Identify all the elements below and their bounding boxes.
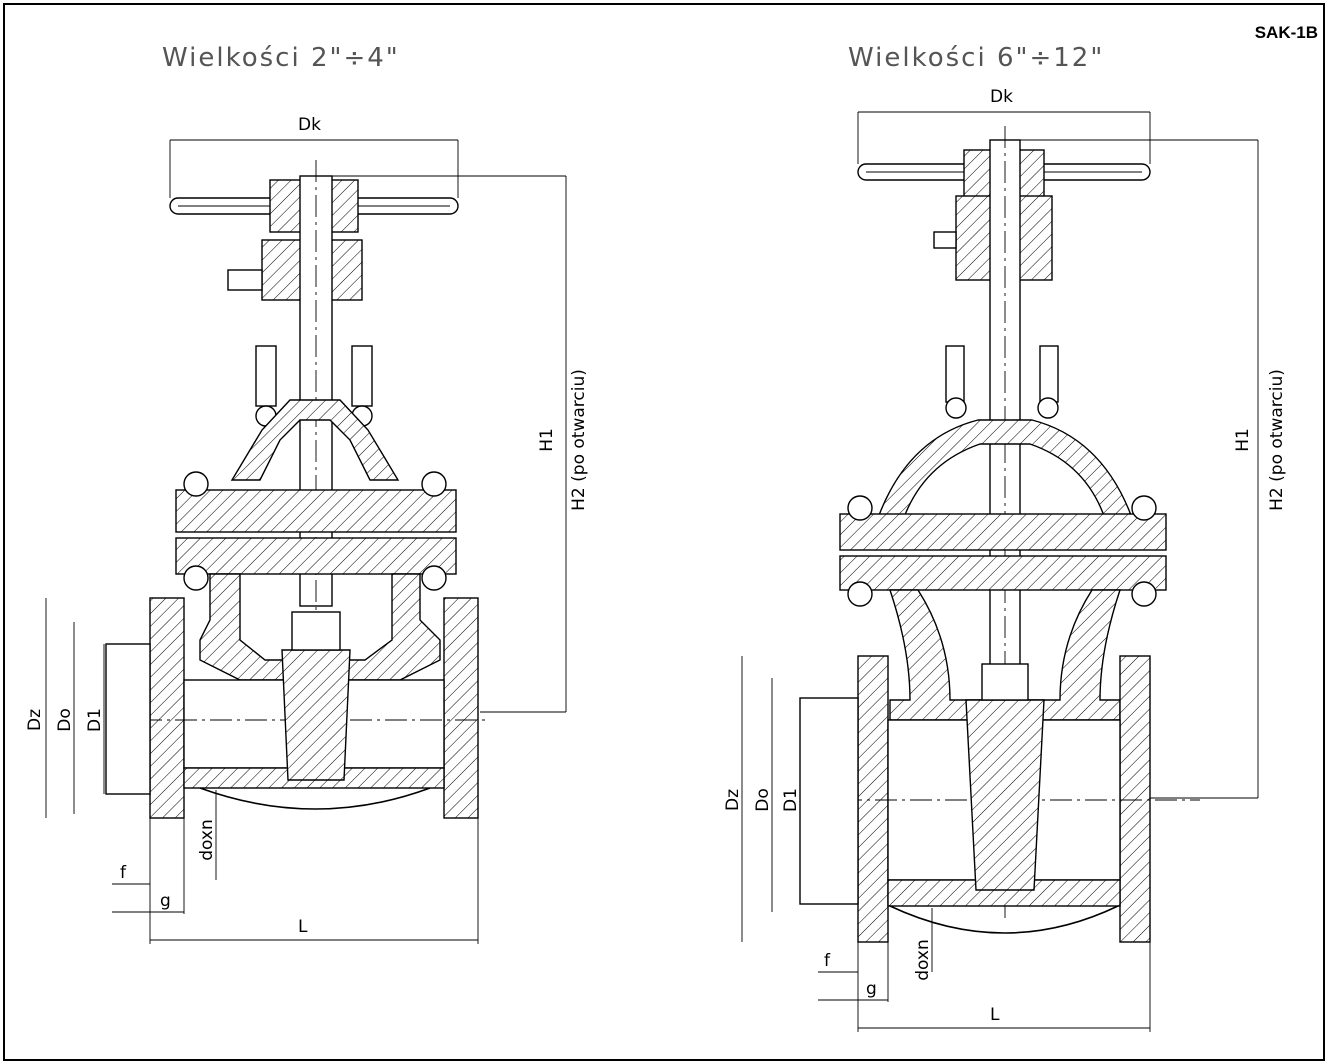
right-valve-body [889,589,1121,721]
right-bonnet-flange [839,513,1167,551]
right-view-title: Wielkości 6"÷12" [848,43,1104,73]
left-outlet-flange [443,597,479,819]
left-dk-label: Dk [298,115,321,135]
left-view-title: Wielkości 2"÷4" [162,43,400,73]
right-l-label: L [990,1005,1000,1025]
right-doxn-label: doxn [913,939,933,981]
left-wedge [281,649,351,781]
right-wedge [965,699,1045,891]
right-yoke [933,126,1059,920]
left-g-label: g [160,891,171,911]
left-yoke [227,160,373,780]
right-dz-label: Dz [723,789,743,811]
right-do-label: Do [753,788,773,812]
right-d1-label: D1 [781,788,801,812]
right-dk-label: Dk [990,87,1013,107]
left-h2-label: H2 (po otwarciu) [569,369,589,511]
left-dz-label: Dz [25,709,45,731]
left-h1-label: H1 [537,428,557,452]
right-outlet-flange [1119,655,1151,943]
left-d1-label: D1 [85,708,105,732]
left-l-label: L [298,917,308,937]
left-valve-body [199,573,441,681]
right-g-label: g [866,979,877,999]
right-h2-label: H2 (po otwarciu) [1267,369,1287,511]
left-valve-view: Wielkości 2"÷4" [25,43,589,944]
left-bonnet-flange [175,489,457,533]
drawing-frame [3,3,1325,1061]
right-inlet-flange [857,655,889,943]
right-h1-label: H1 [1233,428,1253,452]
left-bonnet [230,399,400,481]
drawing-code: SAK-1B [1255,23,1318,42]
left-body-flange [175,537,457,575]
left-do-label: Do [55,708,75,732]
right-body-flange [839,555,1167,591]
right-valve-view: Wielkości 6"÷12" [723,43,1287,1032]
left-inlet-flange [149,597,185,819]
left-f-label: f [120,863,127,883]
right-f-label: f [824,951,831,971]
left-doxn-label: doxn [197,819,217,861]
